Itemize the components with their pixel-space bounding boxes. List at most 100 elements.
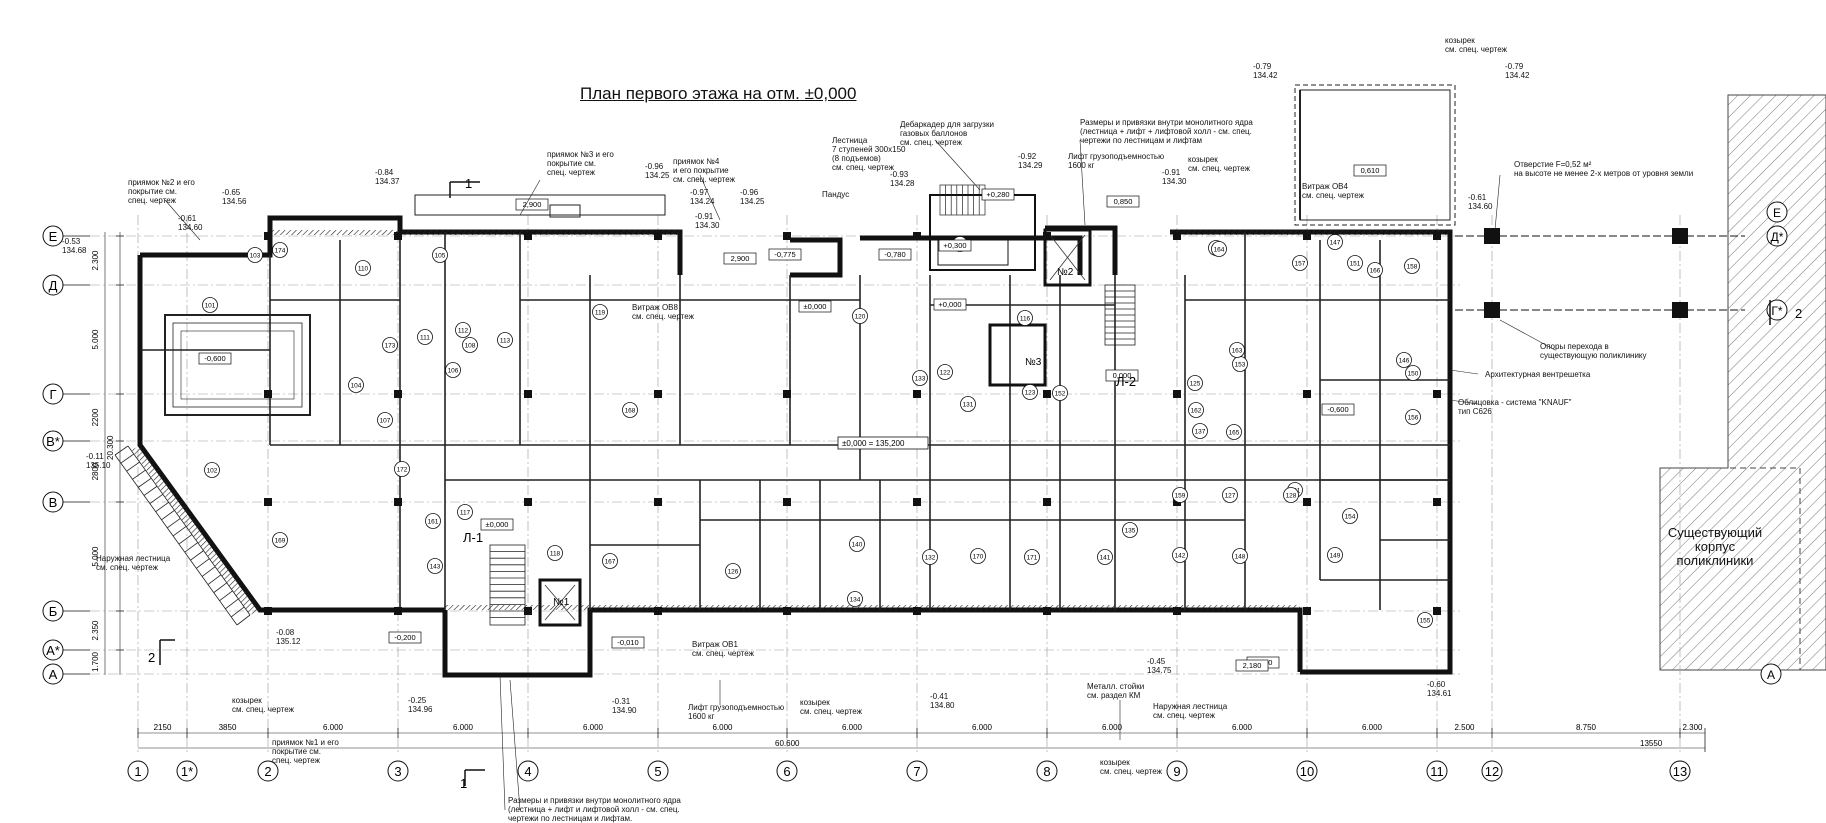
room-tag-circle xyxy=(960,396,976,412)
room-number: 117 xyxy=(460,510,471,517)
stair-tread xyxy=(167,518,181,529)
room-number: 123 xyxy=(1025,390,1036,397)
room-number: 156 xyxy=(1408,415,1419,422)
room-number: 102 xyxy=(207,468,218,475)
level-box xyxy=(198,352,232,365)
note-ext-stair-1: Наружная лестница см. спец. чертеж xyxy=(96,554,171,572)
axis-label-right: Д* xyxy=(1771,230,1784,244)
level-box xyxy=(938,239,972,252)
dim-label-bottom: 6.000 xyxy=(842,723,863,732)
axis-bubble-right xyxy=(1760,663,1782,685)
transition-lines xyxy=(1455,235,1745,311)
dimension-lines xyxy=(104,232,1705,749)
level-box xyxy=(480,518,514,531)
dim-label-bottom: 6.000 xyxy=(712,723,733,732)
core-inner-cross xyxy=(544,234,1086,621)
note-canopy-2: козырек см. спец. чертеж xyxy=(1445,36,1507,54)
dim-total-right: 13550 xyxy=(1640,739,1663,748)
room-tag-circle xyxy=(425,513,441,529)
stair-tread xyxy=(132,469,146,480)
stair-tread xyxy=(126,461,140,472)
dim-label-left: 5.000 xyxy=(91,546,100,567)
note-cladding: Облицовка - система "KNAUF" тип С626 xyxy=(1458,398,1572,416)
stair-tread xyxy=(114,445,129,456)
column xyxy=(913,232,921,240)
column xyxy=(524,232,532,240)
room-tag-circle xyxy=(457,504,473,520)
room-tag-circle xyxy=(1327,547,1343,563)
room-number: 111 xyxy=(420,335,430,342)
room-number: 125 xyxy=(1190,381,1201,388)
note-core-top: Размеры и привязки внутри монолитного яд… xyxy=(1080,118,1253,145)
room-tag-circle xyxy=(427,558,443,574)
dim-label-bottom: 6.000 xyxy=(453,723,474,732)
room-number: 152 xyxy=(1055,391,1066,398)
axis-label-y: В* xyxy=(46,434,60,449)
room-number: 135 xyxy=(1125,528,1136,535)
level-box xyxy=(768,248,802,261)
axis-label-x: 1 xyxy=(134,764,141,779)
level-value: 0,000 xyxy=(1113,371,1132,380)
room-tag-circle xyxy=(1283,487,1299,503)
dim-label-left: 2800 xyxy=(91,462,100,480)
note-level-21: -0.60 134.61 xyxy=(1427,680,1452,698)
note-level-17: -0.25 134.96 xyxy=(408,696,433,714)
room-tag-circle xyxy=(1024,549,1040,565)
room-tag-circle xyxy=(1396,352,1412,368)
room-tag-circle xyxy=(725,563,741,579)
section-marks xyxy=(159,181,1771,786)
note-level-12: -0.61 134.60 xyxy=(1468,193,1493,211)
note-level-6: -0.91 134.30 xyxy=(695,212,720,230)
room-tag-circle xyxy=(202,297,218,313)
axis-label-y: А xyxy=(49,667,58,682)
column xyxy=(394,498,402,506)
stair-tread xyxy=(207,574,222,585)
note-level-8: -0.92 134.29 xyxy=(1018,152,1043,170)
room-number: 107 xyxy=(380,418,391,425)
room-number: 137 xyxy=(1195,429,1206,436)
room-tag-circle xyxy=(1222,487,1238,503)
axis-label-x: 11 xyxy=(1430,764,1444,779)
note-pit-1: приямок №1 и его покрытие см. спец. черт… xyxy=(272,738,339,765)
column xyxy=(1433,498,1441,506)
axis-label-x: 13 xyxy=(1673,764,1687,779)
column xyxy=(524,607,532,615)
axis-bubble-x xyxy=(517,760,539,782)
level-box xyxy=(1353,164,1387,177)
note-ext-stair-2: Наружная лестница см. спец. чертеж xyxy=(1153,702,1228,720)
room-tag-circle xyxy=(592,304,608,320)
room-number: 170 xyxy=(973,554,984,561)
axis-bubble-right xyxy=(1766,201,1788,223)
room-number: 112 xyxy=(458,328,469,335)
note-stair: Лестница 7 ступеней 300х150 (8 подъемов)… xyxy=(832,136,906,172)
room-number: 153 xyxy=(1235,362,1246,369)
dim-label-left: 5.000 xyxy=(91,329,100,350)
note-freight-lift-top: Лифт грузоподъемностью 1600 кг xyxy=(1068,152,1165,170)
level-value: -0,010 xyxy=(617,638,638,647)
room-tag-circle xyxy=(1367,262,1383,278)
existing-building-label: Существующий корпус поликлиники xyxy=(1667,525,1763,568)
room-tag-circle xyxy=(204,462,220,478)
room-number: 169 xyxy=(275,538,286,545)
dim-label-bottom: 2150 xyxy=(154,723,172,732)
axis-bubble-x xyxy=(1166,760,1188,782)
room-tag-circle xyxy=(1192,423,1208,439)
axis-bubble-x xyxy=(1426,760,1448,782)
column xyxy=(394,607,402,615)
note-supports: Опоры перехода в существующую поликлиник… xyxy=(1540,342,1647,360)
axis-bubble-x xyxy=(647,760,669,782)
room-tag-circle xyxy=(1405,409,1421,425)
room-tag-circle xyxy=(394,461,410,477)
axis-label-x: 8 xyxy=(1043,764,1050,779)
stair-tread xyxy=(190,550,204,561)
lift-shaft-3: №3 xyxy=(1025,357,1042,368)
note-canopy-3: козырек см. спец. чертеж xyxy=(232,696,294,714)
lift-label-l1: Л-1 xyxy=(463,530,483,545)
note-level-18: -0.31 134.90 xyxy=(612,697,637,715)
note-level-7: -0.93 134.28 xyxy=(890,170,915,188)
room-number: 174 xyxy=(275,248,286,255)
note-canopy-5: козырек см. спец. чертеж xyxy=(1100,758,1162,776)
room-number: 105 xyxy=(435,253,446,260)
section-mark-top: 1 xyxy=(465,176,472,191)
